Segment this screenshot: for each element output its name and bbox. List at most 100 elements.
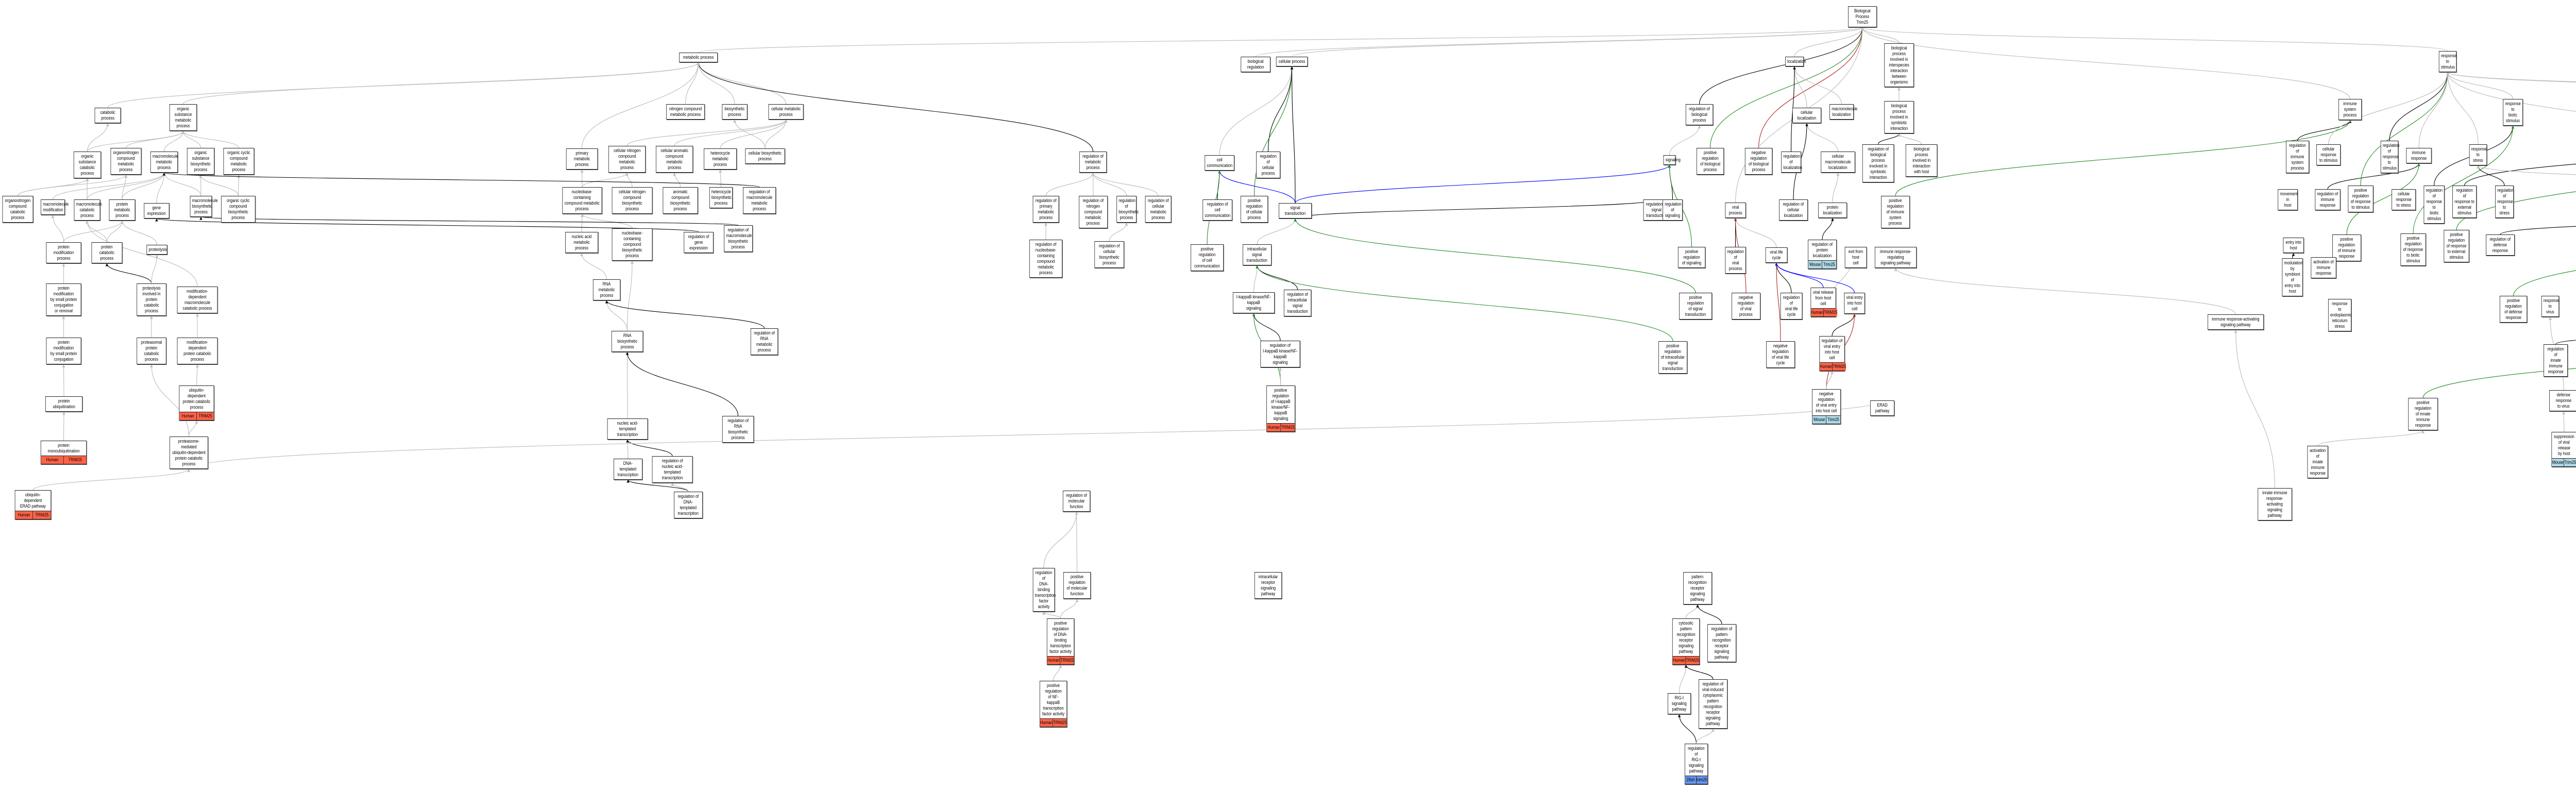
go-term-node[interactable]: biological process involved in interacti… xyxy=(1906,144,1938,177)
go-term-node[interactable]: regulation of DNA-binding transcription … xyxy=(1032,568,1056,612)
go-term-node[interactable]: macromolecule metabolic process xyxy=(150,152,178,173)
go-term-node[interactable]: positive regulation of signaling xyxy=(1677,247,1705,268)
go-term-node[interactable]: defense response to virus xyxy=(2549,390,2576,411)
go-term-node[interactable]: regulation of I-kappaB kinase/NF-kappaB … xyxy=(1260,341,1300,367)
go-term-node[interactable]: negative regulation of biological proces… xyxy=(1744,148,1772,175)
go-term-node[interactable]: localization xyxy=(1785,57,1806,66)
go-term-node[interactable]: exit from host cell xyxy=(1844,247,1867,268)
go-term-node[interactable]: modulation by symbiont of entry into hos… xyxy=(2282,258,2303,296)
go-term-node[interactable]: organic substance metabolic process xyxy=(169,104,197,131)
go-term-node[interactable]: regulation of macromolecule biosynthetic… xyxy=(724,225,753,252)
go-term-node[interactable]: organic substance biosynthetic process xyxy=(187,148,214,175)
go-term-node[interactable]: positive regulation of cellular process xyxy=(1240,196,1268,223)
go-term-node[interactable]: cell communication xyxy=(1205,155,1234,171)
go-term-node[interactable]: protein modification by small protein co… xyxy=(46,283,82,316)
go-term-node[interactable]: regulation of RNA metabolic process xyxy=(750,328,778,355)
go-term-node[interactable]: proteolysis involved in protein cataboli… xyxy=(137,283,166,316)
go-term-node[interactable]: positive regulation of DNA-binding trans… xyxy=(1046,618,1074,665)
go-term-node[interactable]: regulation of immune response xyxy=(2315,189,2341,210)
go-term-node[interactable]: protein catabolic process xyxy=(91,242,122,263)
go-term-node[interactable]: nucleic acid metabolic process xyxy=(565,232,598,253)
go-term-node[interactable]: immune response xyxy=(2406,148,2432,163)
go-term-node[interactable]: regulation of response to external stimu… xyxy=(2452,186,2477,218)
go-term-node[interactable]: regulation of cellular process xyxy=(1256,152,1281,178)
go-term-node[interactable]: macromolecule modification xyxy=(41,199,69,215)
go-term-node[interactable]: positive regulation of response to bioti… xyxy=(2400,233,2426,266)
go-term-node[interactable]: positive regulation of response to exter… xyxy=(2444,230,2469,262)
go-term-node[interactable]: intracellular receptor signaling pathway xyxy=(1254,572,1282,599)
go-term-node[interactable]: regulation of intracellular signal trans… xyxy=(1283,290,1311,316)
go-term-node[interactable]: aromatic compound biosynthetic process xyxy=(663,187,699,214)
go-term-node[interactable]: positive regulation of cell communicatio… xyxy=(1191,244,1224,271)
go-term-node[interactable]: proteasomal protein catabolic process xyxy=(137,338,166,364)
go-term-node[interactable]: signal transduction xyxy=(1279,203,1312,219)
go-term-node[interactable]: immune response-regulating signaling pat… xyxy=(1874,247,1917,268)
go-term-node[interactable]: heterocycle metabolic process xyxy=(704,148,737,170)
go-term-node[interactable]: regulation of macromolecule metabolic pr… xyxy=(743,187,776,214)
go-term-node[interactable]: modification-dependent macromolecule cat… xyxy=(177,287,218,313)
go-term-node[interactable]: viral process xyxy=(1725,203,1747,218)
go-term-node[interactable]: protein ubiquitination xyxy=(45,396,83,412)
go-term-node[interactable]: activation of immune response xyxy=(2311,257,2336,278)
go-term-node[interactable]: regulation of biosynthetic process xyxy=(1116,196,1139,223)
go-term-node[interactable]: regulation of cell communication xyxy=(1202,199,1232,221)
go-term-node[interactable]: positive regulation of biological proces… xyxy=(1696,148,1724,175)
go-term-node[interactable]: biological regulation xyxy=(1241,57,1270,72)
go-term-node[interactable]: macromolecule catabolic process xyxy=(74,199,102,221)
go-term-node[interactable]: positive regulation of signal transducti… xyxy=(1679,293,1712,320)
go-term-node[interactable]: positive regulation of molecular functio… xyxy=(1063,572,1091,599)
go-term-node[interactable]: signaling xyxy=(1663,155,1680,165)
go-term-node[interactable]: cellular nitrogen compound biosynthetic … xyxy=(612,187,653,214)
go-term-node[interactable]: cellular localization xyxy=(1792,108,1821,123)
go-term-node[interactable]: regulation of pattern recognition recept… xyxy=(1707,624,1736,662)
go-term-node[interactable]: regulation of response to biotic stimulu… xyxy=(2424,186,2445,224)
go-term-node[interactable]: regulation of nucleobase-containing comp… xyxy=(1029,240,1062,278)
go-term-node[interactable]: regulation of viral life cycle xyxy=(1780,293,1803,320)
go-term-node[interactable]: regulation of immune system process xyxy=(2285,141,2309,173)
go-term-node[interactable]: cytosolic pattern recognition receptor s… xyxy=(1672,618,1700,665)
go-term-node[interactable]: viral life cycle xyxy=(1765,247,1788,263)
go-term-node[interactable]: movement in host xyxy=(2277,189,2297,210)
go-term-node[interactable]: heterocycle biosynthetic process xyxy=(709,187,733,208)
go-term-node[interactable]: positive regulation of response to stimu… xyxy=(2348,186,2374,212)
go-term-node[interactable]: immune system process xyxy=(2338,99,2362,120)
go-term-node[interactable]: catabolic process xyxy=(94,108,121,123)
go-term-node[interactable]: Biological Process Trim25 xyxy=(1848,6,1877,27)
go-term-node[interactable]: regulation of viral-induced cytoplasmic … xyxy=(1699,679,1727,729)
go-term-node[interactable]: organonitrogen compound metabolic proces… xyxy=(110,148,141,175)
go-term-node[interactable]: positive regulation of innate immune res… xyxy=(2408,398,2438,430)
go-term-node[interactable]: cellular metabolic process xyxy=(768,104,804,120)
go-term-node[interactable]: ERAD pathway xyxy=(1870,400,1895,416)
go-term-node[interactable]: regulation of biological process involve… xyxy=(1862,144,1894,182)
go-term-node[interactable]: regulation of cellular metabolic process xyxy=(1145,196,1172,223)
go-term-node[interactable]: gene expression xyxy=(144,203,170,219)
go-term-node[interactable]: regulation of molecular function xyxy=(1062,491,1090,512)
go-term-node[interactable]: cellular process xyxy=(1276,57,1308,66)
go-term-node[interactable]: positive regulation of I-kappaB kinase/N… xyxy=(1266,385,1295,432)
go-term-node[interactable]: protein modification by small protein co… xyxy=(46,338,82,364)
go-term-node[interactable]: response to biotic stimulus xyxy=(2502,99,2523,126)
go-term-node[interactable]: regulation of gene expression xyxy=(684,232,714,253)
go-term-node[interactable]: intracellular signal transduction xyxy=(1243,244,1272,265)
go-term-node[interactable]: cellular biosynthetic process xyxy=(745,148,785,164)
go-term-node[interactable]: response to stress xyxy=(2469,144,2487,165)
go-term-node[interactable]: macromolecule biosynthetic process xyxy=(190,196,218,217)
go-term-node[interactable]: cellular response to stress xyxy=(2392,189,2416,210)
go-term-node[interactable]: DNA-templated transcription xyxy=(614,459,642,480)
go-term-node[interactable]: regulation of cellular biosynthetic proc… xyxy=(1094,241,1124,268)
go-term-node[interactable]: activation of innate immune response xyxy=(2307,446,2329,478)
go-term-node[interactable]: primary metabolic process xyxy=(566,148,598,170)
go-term-node[interactable]: response to virus xyxy=(2541,296,2559,317)
go-term-node[interactable]: organic cyclic compound metabolic proces… xyxy=(223,148,254,175)
go-term-node[interactable]: ubiquitin-dependent protein catabolic pr… xyxy=(179,385,215,421)
go-term-node[interactable]: biological process involved in symbiotic… xyxy=(1884,101,1914,133)
go-term-node[interactable]: organic cyclic compound biosynthetic pro… xyxy=(221,196,256,223)
go-term-node[interactable]: nitrogen compound metabolic process xyxy=(666,104,705,120)
go-term-node[interactable]: proteolysis xyxy=(146,245,168,255)
go-term-node[interactable]: regulation of innate immune response xyxy=(2544,344,2568,377)
